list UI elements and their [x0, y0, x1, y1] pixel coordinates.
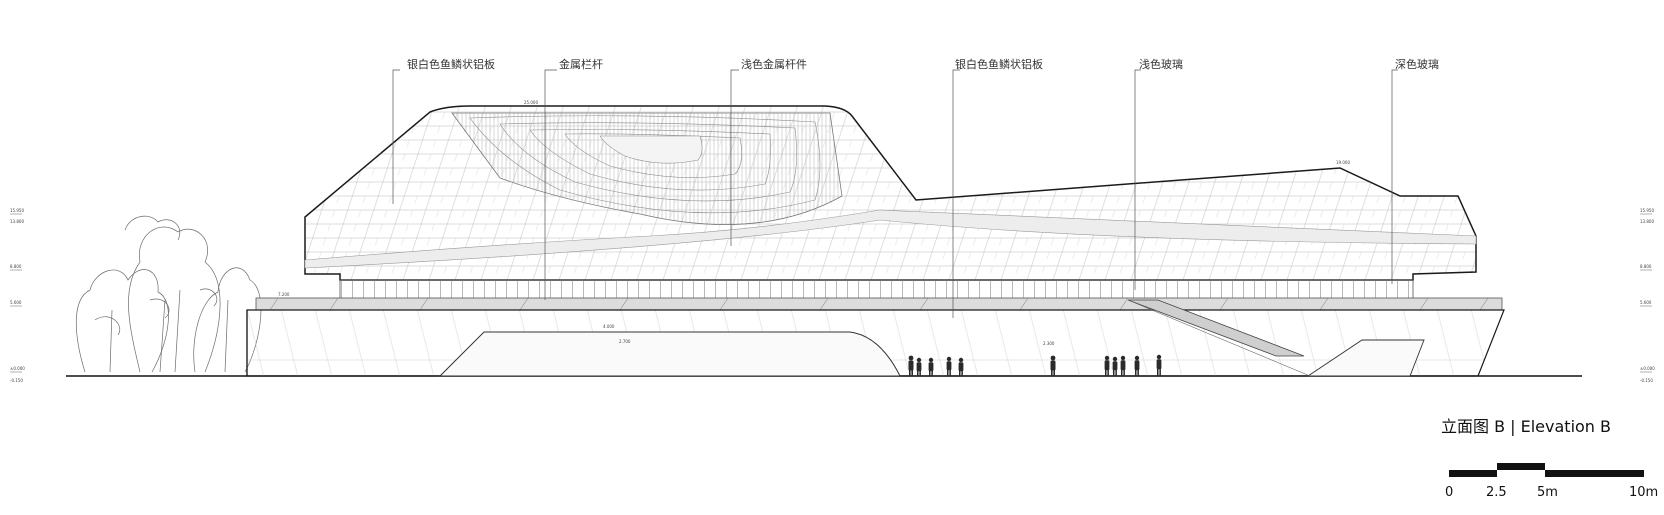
level-label: 8.800 [10, 264, 22, 269]
scale-bar: 0 2.5 5m 10m [1445, 463, 1658, 500]
callout-label-dark-glass: 深色玻璃 [1395, 57, 1439, 71]
callout-label-silver-scale-panel-2: 银白色鱼鳞状铝板 [955, 57, 1043, 71]
callout-leaders [392, 69, 1398, 318]
callout-label-metal-railing: 金属栏杆 [559, 57, 603, 71]
railing-band [255, 297, 1503, 311]
level-label: -0.150 [1640, 378, 1653, 383]
ramp-edge [1127, 299, 1311, 377]
scale-tick-label: 10m [1629, 485, 1658, 500]
scale-tick-label: 0 [1445, 485, 1453, 500]
level-label: ±0.000 [1640, 366, 1655, 371]
level-label: -0.150 [10, 378, 23, 383]
level-label: 13.800 [10, 219, 24, 224]
callout-label-light-metal-members: 浅色金属杆件 [741, 57, 807, 71]
trees-illustration [75, 215, 262, 373]
callout-label-silver-scale-panel-1: 银白色鱼鳞状铝板 [407, 57, 495, 71]
level-label: 13.800 [1640, 219, 1654, 224]
dimension-label: 2.300 [1043, 341, 1055, 346]
railing-diagonals [269, 297, 1489, 311]
level-label: 8.800 [1640, 264, 1652, 269]
level-markers-right: 15.950 13.800 8.800 5.600 ±0.000 -0.150 [1640, 208, 1655, 383]
callout-label-light-glass: 浅色玻璃 [1139, 57, 1183, 71]
level-label: 15.950 [1640, 208, 1654, 213]
level-label: 5.600 [10, 300, 22, 305]
dimension-label: 19.000 [1336, 160, 1350, 165]
podium-right-recess [1306, 339, 1425, 377]
level-label: 5.600 [1640, 300, 1652, 305]
exterior-ramp [1127, 299, 1305, 357]
level-label: 15.950 [10, 208, 24, 213]
dimension-label: 25.000 [524, 100, 538, 105]
dimension-label: 2.700 [619, 339, 631, 344]
bowl-sweep-band [304, 209, 1477, 269]
drawing-title: 立面图 B | Elevation B [1441, 417, 1611, 436]
scale-tick-label: 2.5 [1486, 485, 1507, 500]
podium-entrance-recess [438, 331, 901, 377]
level-label: ±0.000 [10, 366, 25, 371]
scale-tick-label: 5m [1537, 485, 1558, 500]
ribbed-bowl-opening [451, 112, 843, 225]
dimension-label: 4.000 [603, 324, 615, 329]
dimension-label: 7.200 [278, 292, 290, 297]
level-markers-left: 15.950 13.800 8.800 5.600 ±0.000 -0.150 [10, 208, 25, 383]
people-silhouettes [908, 354, 1162, 376]
bowl-contour-lines [469, 115, 821, 214]
